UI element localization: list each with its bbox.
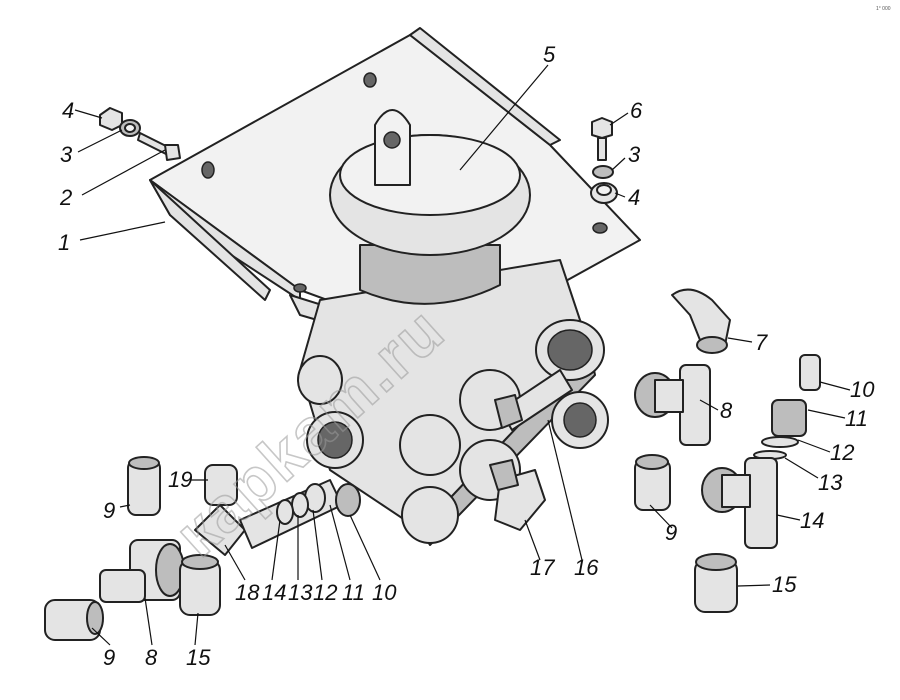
callout-14-left: 14 — [262, 580, 286, 605]
callout-15-right: 15 — [772, 572, 797, 597]
ring-12-right — [761, 436, 799, 448]
callout-18: 18 — [235, 580, 260, 605]
callout-17: 17 — [530, 555, 555, 580]
adapter-9-upper-left — [127, 456, 161, 516]
bolt-nut-washer-left — [99, 107, 181, 161]
valve-body — [297, 259, 609, 546]
callout-12-right: 12 — [830, 440, 854, 465]
callout-13-right: 13 — [818, 470, 843, 495]
fitting-17 — [489, 459, 546, 531]
callout-2: 2 — [59, 185, 72, 210]
corner-mark: 1° 000 — [876, 6, 891, 12]
callout-7: 7 — [755, 330, 768, 355]
coupling-15-left — [179, 554, 221, 616]
callout-14-right: 14 — [800, 508, 824, 533]
callout-labels: 1 2 3 4 5 6 3 4 7 8 9 10 11 12 13 14 15 … — [58, 42, 875, 670]
callout-10-right: 10 — [850, 377, 875, 402]
tee-fitting-14-right — [701, 457, 778, 549]
callout-1: 1 — [58, 230, 70, 255]
callout-9-lower-left: 9 — [103, 645, 115, 670]
callout-11-right: 11 — [845, 406, 868, 431]
callout-19: 19 — [168, 467, 192, 492]
pipe-chain-10-14 — [239, 479, 361, 549]
diaphragm-chamber — [329, 109, 531, 305]
elbow-fitting-7 — [671, 288, 731, 354]
callout-4-right: 4 — [628, 185, 640, 210]
callout-3-right: 3 — [628, 142, 641, 167]
callout-9-right: 9 — [665, 520, 677, 545]
bolt-nut-washer-right — [590, 117, 618, 204]
callout-5: 5 — [543, 42, 556, 67]
callout-10-left: 10 — [372, 580, 397, 605]
nut-11-right — [771, 399, 807, 437]
nipple-10-right — [799, 354, 821, 391]
callout-8-right: 8 — [720, 398, 733, 423]
callout-11-left: 11 — [342, 580, 365, 605]
callout-9-upper-left: 9 — [103, 498, 115, 523]
callout-4: 4 — [62, 98, 74, 123]
adapter-9-lower-left — [44, 599, 104, 641]
tee-fitting-8-right — [634, 364, 711, 446]
fitting-16 — [494, 369, 573, 431]
leader-lines — [74, 64, 851, 646]
adapter-9-right — [634, 454, 671, 511]
callout-8-left: 8 — [145, 645, 158, 670]
coupling-15-right — [694, 553, 738, 613]
callout-6: 6 — [630, 98, 643, 123]
callout-3: 3 — [60, 142, 73, 167]
callout-16: 16 — [574, 555, 599, 580]
callout-12-left: 12 — [313, 580, 337, 605]
callout-13-left: 13 — [288, 580, 313, 605]
callout-15-left: 15 — [186, 645, 211, 670]
tee-fitting-8-left — [99, 539, 185, 603]
